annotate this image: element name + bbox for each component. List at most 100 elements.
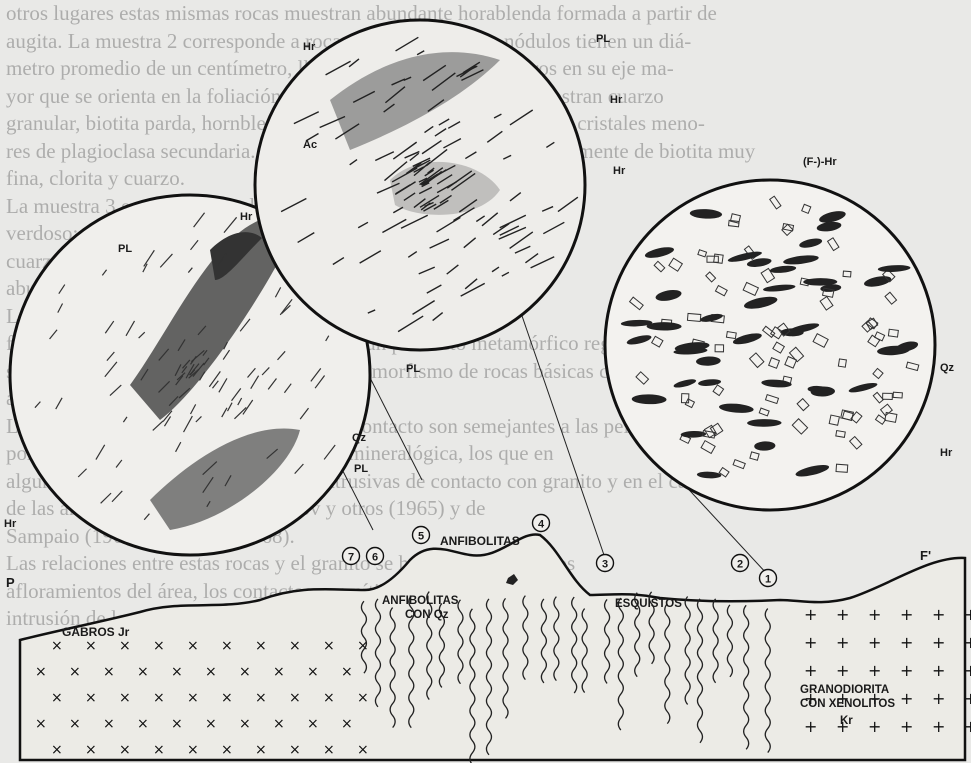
granodiorite-mark: + — [868, 717, 881, 736]
gabbro-mark: × — [205, 716, 217, 732]
gabbro-mark: × — [51, 742, 63, 758]
label-section-left: P — [6, 575, 15, 590]
gabbro-mark: × — [289, 742, 301, 758]
gabbro-mark: × — [103, 716, 115, 732]
gabbro-mark: × — [85, 638, 97, 654]
gabbro-mark: × — [239, 716, 251, 732]
gabbro-mark: × — [273, 664, 285, 680]
label-anfibolitas: ANFIBOLITAS — [440, 534, 520, 548]
center-label-ac: Ac — [303, 139, 317, 151]
gabbro-mark: × — [357, 742, 369, 758]
sample-5: 5 — [418, 531, 424, 543]
sample-3: 3 — [602, 559, 608, 571]
granodiorite-mark: + — [900, 633, 913, 652]
right-label-fhr: (F-)-Hr — [803, 156, 837, 168]
gabbro-mark: × — [255, 690, 267, 706]
label-granodiorita-line3: Kr — [840, 715, 853, 727]
granodiorite-mark: + — [804, 605, 817, 624]
label-anfibolitas-qz-line2: CON Qz — [405, 609, 449, 621]
gabbro-mark: × — [153, 638, 165, 654]
gabbro-mark: × — [221, 638, 233, 654]
gabbro-mark: × — [119, 638, 131, 654]
granodiorite-mark: + — [932, 605, 945, 624]
gabbro-mark: × — [307, 716, 319, 732]
center-label-hr-top: Hr — [303, 41, 316, 53]
center-label-pl-bottom: PL — [406, 363, 420, 375]
gabbro-mark: × — [273, 716, 285, 732]
granodiorite-mark: + — [804, 633, 817, 652]
sample-1: 1 — [765, 574, 771, 586]
granodiorite-mark: + — [900, 689, 913, 708]
granodiorite-mark: + — [836, 661, 849, 680]
gabbro-mark: × — [221, 690, 233, 706]
gabbro-mark: × — [289, 690, 301, 706]
left-label-pl-lower: PL — [354, 463, 368, 475]
gabbro-mark: × — [119, 690, 131, 706]
center-label-hr-right1: Hr — [610, 94, 623, 106]
gabbro-mark: × — [239, 664, 251, 680]
granodiorite-mark: + — [804, 717, 817, 736]
granodiorite-mark: + — [964, 605, 971, 624]
granodiorite-mark: + — [932, 689, 945, 708]
left-label-qz: Qz — [352, 432, 367, 444]
gabbro-mark: × — [341, 664, 353, 680]
gabbro-mark: × — [171, 716, 183, 732]
gabbro-mark: × — [307, 664, 319, 680]
label-gabbros: GABROS Jr — [62, 625, 130, 639]
sample-7: 7 — [348, 552, 354, 564]
sample-2: 2 — [737, 559, 743, 571]
gabbro-mark: × — [187, 638, 199, 654]
cross-section: ××××××××××××××××××××××××××××××××××××××××… — [20, 534, 971, 763]
circle-center-micrograph — [255, 20, 585, 350]
gabbro-mark: × — [187, 690, 199, 706]
center-label-hr-right2: Hr — [613, 165, 626, 177]
gabbro-mark: × — [289, 638, 301, 654]
sample-6: 6 — [372, 552, 378, 564]
gabbro-mark: × — [153, 742, 165, 758]
gabbro-mark: × — [137, 716, 149, 732]
gabbro-mark: × — [187, 742, 199, 758]
left-label-hr-top: Hr — [240, 211, 253, 223]
gabbro-mark: × — [357, 690, 369, 706]
granodiorite-mark: + — [932, 717, 945, 736]
granodiorite-mark: + — [964, 717, 971, 736]
granodiorite-mark: + — [868, 661, 881, 680]
granodiorite-mark: + — [964, 661, 971, 680]
granodiorite-mark: + — [868, 605, 881, 624]
gabbro-mark: × — [103, 664, 115, 680]
gabbro-mark: × — [255, 742, 267, 758]
gabbro-mark: × — [221, 742, 233, 758]
gabbro-mark: × — [35, 716, 47, 732]
label-granodiorita-line2: CON XENOLITOS — [800, 698, 895, 710]
gabbro-mark: × — [69, 664, 81, 680]
label-granodiorita-line1: GRANODIORITA — [800, 684, 889, 696]
gabbro-mark: × — [205, 664, 217, 680]
gabbro-mark: × — [85, 742, 97, 758]
gabbro-mark: × — [51, 690, 63, 706]
left-label-hr-bottom: Hr — [4, 518, 17, 530]
granodiorite-mark: + — [932, 633, 945, 652]
label-anfibolitas-qz-line1: ANFIBOLITAS — [382, 595, 459, 607]
gabbro-mark: × — [119, 742, 131, 758]
gabbro-mark: × — [255, 638, 267, 654]
right-label-qz: Qz — [940, 362, 955, 374]
gabbro-mark: × — [35, 664, 47, 680]
granodiorite-mark: + — [900, 605, 913, 624]
gabbro-mark: × — [323, 638, 335, 654]
granodiorite-mark: + — [804, 661, 817, 680]
granodiorite-mark: + — [964, 689, 971, 708]
gabbro-mark: × — [153, 690, 165, 706]
gabbro-mark: × — [69, 716, 81, 732]
granodiorite-mark: + — [900, 661, 913, 680]
label-section-right: F' — [920, 548, 931, 563]
left-label-pl: PL — [118, 243, 132, 255]
granodiorite-mark: + — [836, 633, 849, 652]
gabbro-mark: × — [137, 664, 149, 680]
gabbro-mark: × — [341, 716, 353, 732]
granodiorite-mark: + — [836, 605, 849, 624]
right-label-hr: Hr — [940, 447, 953, 459]
center-label-pl-top: PL — [596, 33, 610, 45]
granodiorite-mark: + — [964, 633, 971, 652]
granodiorite-mark: + — [868, 633, 881, 652]
